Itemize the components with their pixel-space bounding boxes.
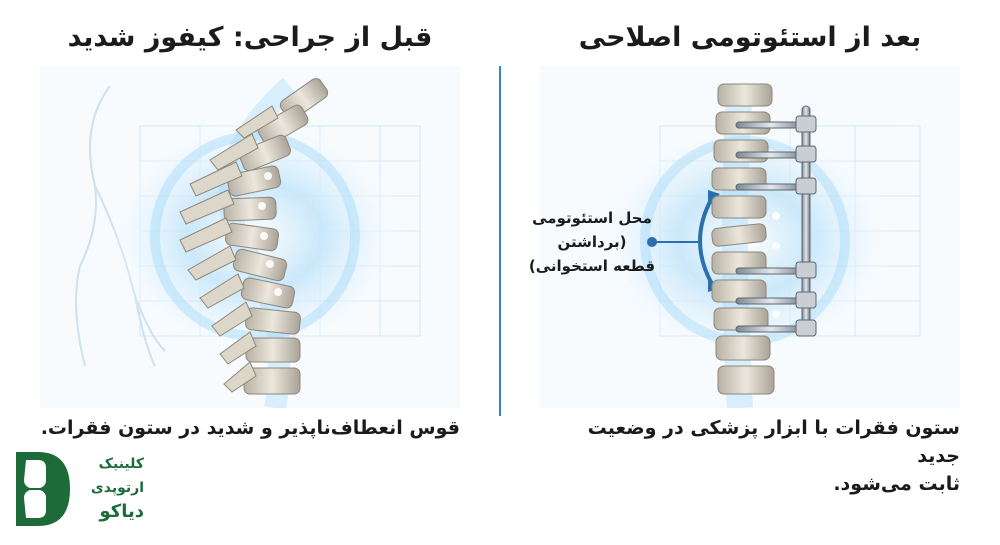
spine-joint-icon xyxy=(16,452,70,526)
callout-line-3: قطعه استخوانی) xyxy=(528,257,656,275)
before-heading: قبل از جراحی: کیفوز شدید xyxy=(67,22,433,53)
osteotomy-site-label: محل استئوتومی (برداشتن قطعه استخوانی) xyxy=(518,206,666,278)
logo-line-3: دیاکو xyxy=(99,501,144,522)
callout-line-2: (برداشتن xyxy=(557,233,627,251)
clinic-logo: کلینیک ارتوپدی دیاکو xyxy=(14,450,146,530)
panel-divider xyxy=(499,66,501,416)
after-caption-line-2: ثابت می‌شود. xyxy=(833,473,960,495)
clinic-name: کلینیک ارتوپدی دیاکو xyxy=(78,452,144,524)
osteotomy-arrow xyxy=(698,197,714,285)
before-surgery-panel: قبل از جراحی: کیفوز شدید xyxy=(40,22,460,439)
logo-line-2: ارتوپدی xyxy=(90,480,144,496)
after-caption: ستون فقرات با ابزار پزشکی در وضعیت جدید … xyxy=(540,414,960,498)
corrected-spine-illustration xyxy=(540,66,960,408)
after-surgery-panel: بعد از استئوتومی اصلاحی xyxy=(500,0,1000,545)
kyphosis-spine-illustration xyxy=(40,66,460,408)
callout-line-1: محل استئوتومی xyxy=(532,209,652,227)
after-heading: بعد از استئوتومی اصلاحی xyxy=(578,22,922,53)
logo-line-1: کلینیک xyxy=(98,456,144,472)
before-caption: قوس انعطاف‌ناپذیر و شدید در ستون فقرات. xyxy=(40,417,460,439)
after-caption-line-1: ستون فقرات با ابزار پزشکی در وضعیت جدید xyxy=(587,417,960,467)
